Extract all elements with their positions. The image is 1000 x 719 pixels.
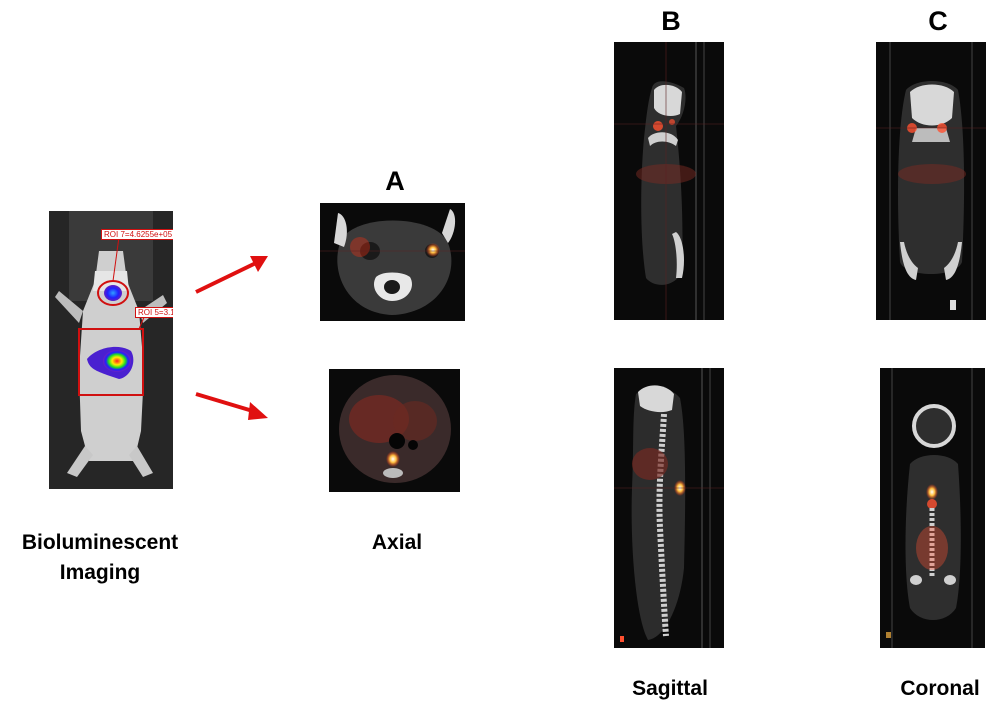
arrow-to-axial-top-icon xyxy=(195,256,268,294)
caption-bioluminescent: Bioluminescent Imaging xyxy=(0,528,200,588)
panel-label-c: C xyxy=(928,6,948,36)
caption-axial: Axial xyxy=(371,531,423,554)
caption-sagittal: Sagittal xyxy=(632,677,708,700)
mouse-silhouette xyxy=(49,211,173,489)
axial-scan-abdomen xyxy=(329,369,460,492)
panel-label-a: A xyxy=(385,166,405,196)
panel-label-b: B xyxy=(661,6,681,36)
roi-7-label: ROI 7=4.6255e+05 xyxy=(101,229,173,240)
arrow-to-axial-bottom-icon xyxy=(195,392,268,420)
sagittal-scan-top xyxy=(614,42,724,320)
caption-coronal: Coronal xyxy=(900,677,980,700)
roi-5-label: ROI 5=3.1 xyxy=(135,307,173,318)
sagittal-scan-bottom xyxy=(614,368,724,648)
coronal-scan-bottom xyxy=(880,368,985,648)
axial-scan-head xyxy=(320,203,465,321)
caption-bioluminescent-line1: Bioluminescent xyxy=(21,531,179,554)
coronal-scan-top xyxy=(876,42,986,320)
caption-bioluminescent-line2: Imaging xyxy=(59,561,141,584)
bioluminescent-image: ROI 7=4.6255e+05 ROI 5=3.1 xyxy=(49,211,173,489)
